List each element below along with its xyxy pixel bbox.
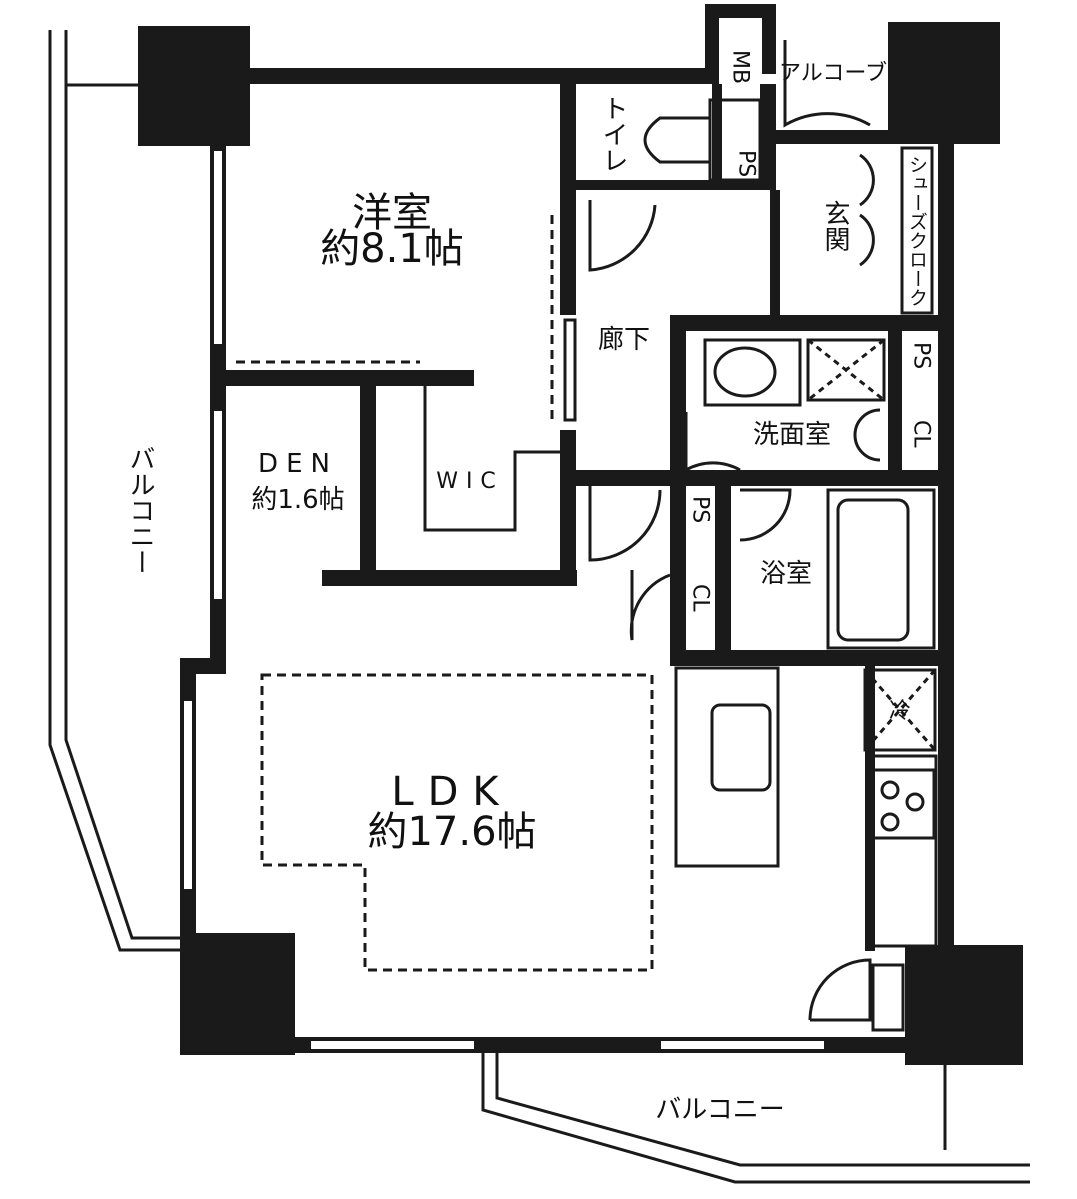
hallway-name: 廊下 xyxy=(598,325,650,355)
column-northwest xyxy=(138,26,250,146)
south-balcony-outline xyxy=(481,1050,1030,1184)
den-name: DEN xyxy=(258,449,338,479)
cl-label-washroom: CL xyxy=(909,420,934,448)
doors xyxy=(234,40,905,1032)
ldk-name: LDK xyxy=(391,769,512,815)
column-southeast xyxy=(905,945,1023,1065)
south-windows xyxy=(309,1039,826,1051)
mb-label: MB xyxy=(728,50,753,84)
west-balcony-outline xyxy=(48,30,185,952)
washroom-name: 洗面室 xyxy=(753,420,831,450)
toilet-name: トイレ xyxy=(598,95,628,173)
western-room-name: 洋室 xyxy=(352,190,432,236)
alcove-name: アルコーブ xyxy=(779,61,887,86)
ldk-dashed-zone xyxy=(260,673,654,972)
bathroom-name: 浴室 xyxy=(760,559,812,589)
south-balcony-name: バルコニー xyxy=(655,1095,784,1125)
cl-label-hall: CL xyxy=(688,584,713,612)
west-windows xyxy=(182,149,224,891)
ps-label-toilet: PS xyxy=(734,150,759,177)
wic-name: WIC xyxy=(436,469,504,494)
den-size: 約1.6帖 xyxy=(251,485,344,515)
shoe-closet-name: シューズクローク xyxy=(906,155,928,307)
column-northeast xyxy=(888,22,1000,144)
ps-label-bath: PS xyxy=(688,496,713,523)
ps-label-washroom: PS xyxy=(909,342,934,369)
column-southwest xyxy=(180,933,295,1055)
west-balcony-name: バルコニー xyxy=(125,445,155,575)
fridge-label: 冷 xyxy=(889,699,911,724)
entrance-name: 玄関 xyxy=(820,200,850,252)
ldk-size: 約17.6帖 xyxy=(367,809,536,855)
fixtures xyxy=(643,98,938,948)
western-room-size: 約8.1帖 xyxy=(320,226,464,272)
